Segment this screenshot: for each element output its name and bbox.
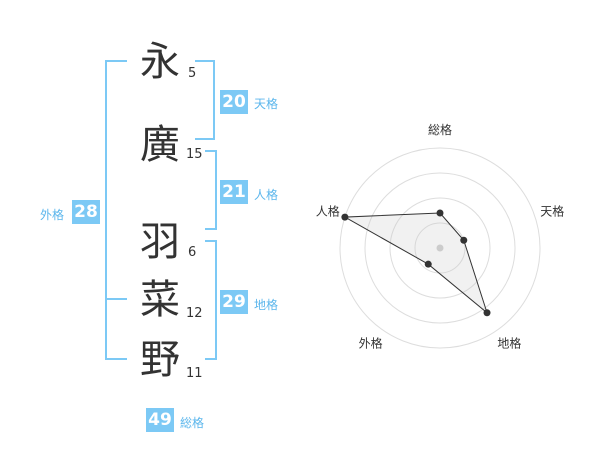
char-3: 羽: [140, 219, 180, 265]
chikaku-bracket: [205, 240, 217, 360]
radar-ring: [339, 147, 541, 349]
gaikaku-value: 28: [72, 200, 100, 224]
radar-ring: [389, 197, 491, 299]
strokes-3: 6: [188, 245, 197, 260]
gaikaku-bracket-bottom: [105, 298, 127, 360]
gaikaku-bracket-top: [105, 60, 127, 300]
gaikaku-label: 外格: [40, 208, 65, 222]
radar-axis-label: 外格: [359, 335, 383, 350]
tenkaku-label: 天格: [254, 97, 279, 111]
chikaku-label: 地格: [254, 298, 279, 312]
radar-point: [436, 209, 444, 217]
radar-axis-label: 人格: [316, 204, 340, 219]
radar-axis-label: 地格: [497, 335, 521, 350]
radar-center: [436, 244, 444, 252]
strokes-2: 15: [186, 147, 203, 162]
char-4: 菜: [140, 277, 180, 323]
strokes-1: 5: [188, 66, 197, 81]
jinkaku-value: 21: [220, 180, 248, 204]
radar-ring: [364, 172, 516, 324]
radar-axis-label: 天格: [540, 204, 564, 219]
jinkaku-bracket: [205, 150, 217, 230]
char-1: 永: [140, 39, 180, 85]
chikaku-value: 29: [220, 290, 248, 314]
soukaku-value: 49: [146, 408, 174, 432]
radar-point: [424, 260, 432, 268]
radar-point: [483, 309, 491, 317]
jinkaku-label: 人格: [254, 188, 279, 202]
soukaku-label: 総格: [180, 416, 205, 430]
tenkaku-bracket: [195, 60, 215, 140]
radar-polygon: [343, 212, 489, 315]
radar-axis-label: 総格: [428, 122, 452, 137]
radar-point: [460, 236, 468, 244]
char-5: 野: [140, 337, 180, 383]
strokes-5: 11: [186, 366, 203, 381]
char-2: 廣: [140, 122, 180, 168]
tenkaku-value: 20: [220, 90, 248, 114]
strokes-4: 12: [186, 306, 203, 321]
radar-ring: [414, 222, 466, 274]
radar-point: [341, 213, 349, 221]
